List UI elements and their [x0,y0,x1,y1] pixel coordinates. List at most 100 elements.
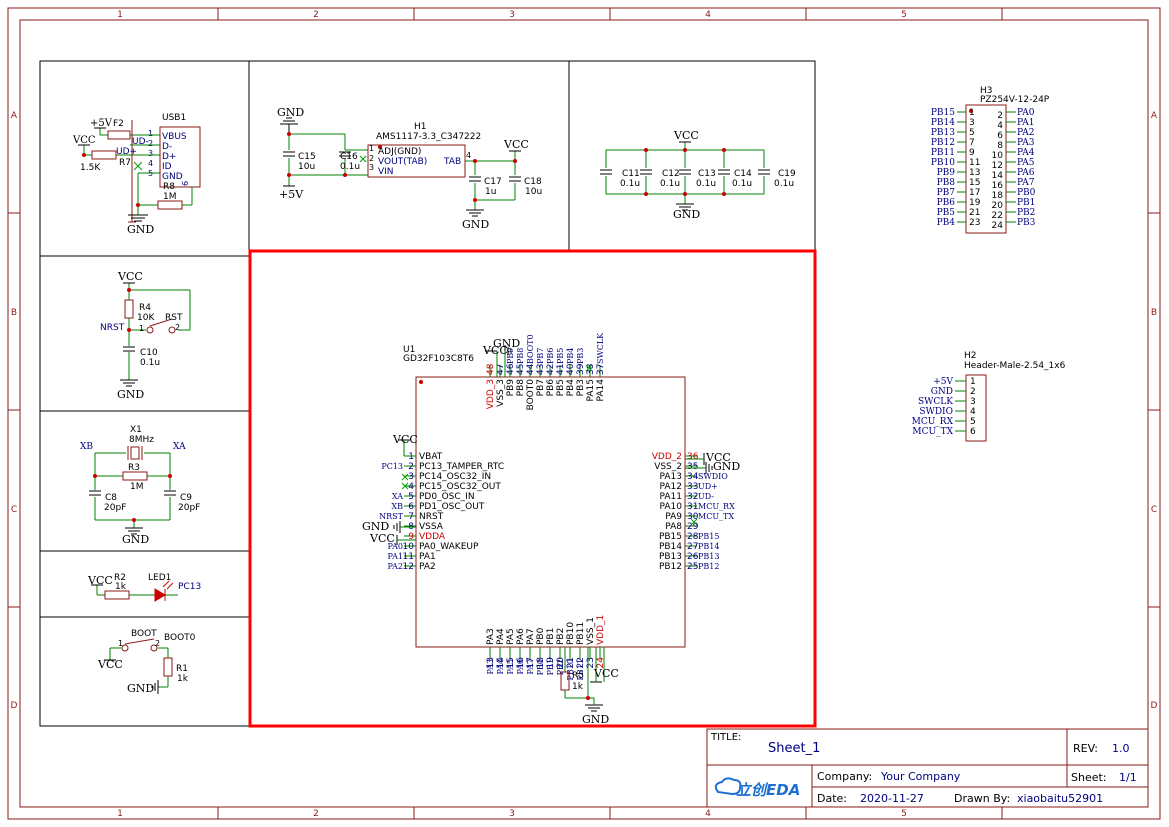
h3-pin-num: 11 [969,158,980,168]
h3-pin-num: 23 [969,218,980,228]
mcu-net-label: PB8 [516,348,525,364]
resistor-r1 [163,657,173,677]
h3-net-label: PB4 [937,218,956,228]
h3-net-label: PA0 [1017,108,1035,118]
osc-gnd-label: GND [122,533,149,546]
mcu-pin-name: PB0 [536,627,546,645]
mcu-net-label: PB1 [546,659,555,675]
mcu-pin-num: 40 [566,363,576,375]
h2-net-label: MCU_TX [912,427,953,437]
mcu-bottom-vcc-label: VCC [593,667,619,680]
boot-vcc-label: VCC [97,658,123,671]
c12-ref: C12 [662,169,680,179]
h3-pin-num: 12 [992,161,1003,171]
mcu-pin-num: 13 [486,657,496,668]
mcu-pin-num: 23 [586,657,596,668]
usb-gnd-label: GND [127,223,154,236]
h3-body [965,104,1007,234]
h3-pin-num: 14 [992,171,1004,181]
usb-connector-body [159,126,201,188]
led-vcc-label: VCC [87,574,113,587]
mcu-pin-name: PB7 [536,379,546,396]
c10-value: 0.1u [140,358,160,368]
h2-net-label: SWDIO [919,407,953,417]
mcu-net-label: PB4 [566,348,575,364]
h3-net-label: PB3 [1017,218,1036,228]
ldo-pin-adj: ADJ(GND) [378,147,421,157]
mcu-pin-num: 1 [408,452,414,462]
c17-value: 1u [485,187,496,197]
mcu-net-label: PB13 [698,552,719,561]
ldo-pin-num: 2 [369,154,374,163]
mcu-net-label: PA6 [516,659,525,675]
mcu-pin-name: PA8 [665,522,682,532]
c14-value: 0.1u [732,179,752,189]
mcu-pin-name: PA7 [526,628,536,645]
usb-ref: USB1 [162,113,186,123]
usb-net-udm: UD- [132,137,149,147]
mcu-pin-num: 48 [486,363,496,375]
mcu-pin-num: 12 [403,562,414,572]
h3-pin-num: 4 [997,121,1003,131]
mcu-pin-num: 44 [526,363,536,375]
mcu-pin-num: 34 [687,472,699,482]
h2-net-label: +5V [933,377,953,387]
mcu-net-label: BOOT0 [526,334,535,364]
h3-pin-num: 7 [969,138,975,148]
h3-net-label: PA6 [1017,168,1035,178]
mcu-pin-name: BOOT0 [526,379,536,411]
usb-pin-num: 2 [148,139,153,148]
mcu-net-label: SWDIO [698,472,728,481]
mcu-pin-name: PA13 [660,472,682,482]
mcu-pin-name: PB6 [546,379,556,397]
c8-value: 20pF [104,503,126,513]
resistor-r2 [104,590,130,600]
section-boxes [39,60,816,727]
h3-pin-num: 13 [969,168,980,178]
mcu-pin-num: 39 [576,363,586,375]
mcu-pin-num: 28 [687,532,699,542]
mcu-pin-name: VSS_2 [654,462,682,472]
mcu-pin-name: PB1 [546,628,556,645]
drawn-value: xiaobaitu52901 [1017,792,1103,805]
h3-pin-num: 24 [992,221,1004,231]
sheet-frame: 1 2 3 4 5 1 2 3 4 5 A B C D A B C D [7,7,1161,820]
mcu-net-label: PA0 [387,542,403,551]
h3-net-label: PB14 [931,118,955,128]
mcu-pin-num: 21 [566,657,576,668]
mcu-net-label: XB [391,502,403,511]
mcu-net-label: NRST [379,512,404,521]
boot-section: BOOT BOOT0 1 2 VCC R1 1k GND [97,629,196,695]
nrst-net-label: NRST [100,323,125,333]
usb-vcc-label: VCC [72,135,96,146]
c19-value: 0.1u [774,179,794,189]
mcu-pin-num: 11 [403,552,414,562]
resistor-r4 [124,299,134,319]
mcu-pin-name: PB10 [566,622,576,645]
mcu-pin-name: VSS_1 [586,617,596,645]
col-label: 5 [901,809,907,819]
h3-net-label: PB7 [937,188,956,198]
mcu-net-label: PB0 [536,659,545,675]
col-label: 3 [509,809,515,819]
h3-pin-num: 5 [969,128,975,138]
lceda-logo: 立创EDA [714,777,800,799]
decap-vcc-label: VCC [673,129,699,142]
h3-pin-num: 19 [969,198,981,208]
mcu-pin-num: 47 [496,364,506,375]
c18-ref: C18 [524,177,542,187]
mcu-pin-num: 27 [687,542,698,552]
resistor-r8 [157,200,183,210]
mcu-pin-name: VDD_2 [652,452,682,462]
mcu-pin-name: VDD_3 [486,379,496,409]
h3-net-label: PA7 [1017,178,1035,188]
mcu-pin-name: VDDA [419,532,446,542]
mcu-pin-name: PB4 [566,379,576,397]
mcu-pin-name: PA5 [506,628,516,645]
ldo-out-gnd-label: GND [462,218,489,231]
c11-ref: C11 [622,169,640,179]
mcu-net-label: PA1 [387,552,403,561]
mcu-pin-name: PB12 [659,562,682,572]
mcu-net-label: PB9 [506,348,515,364]
